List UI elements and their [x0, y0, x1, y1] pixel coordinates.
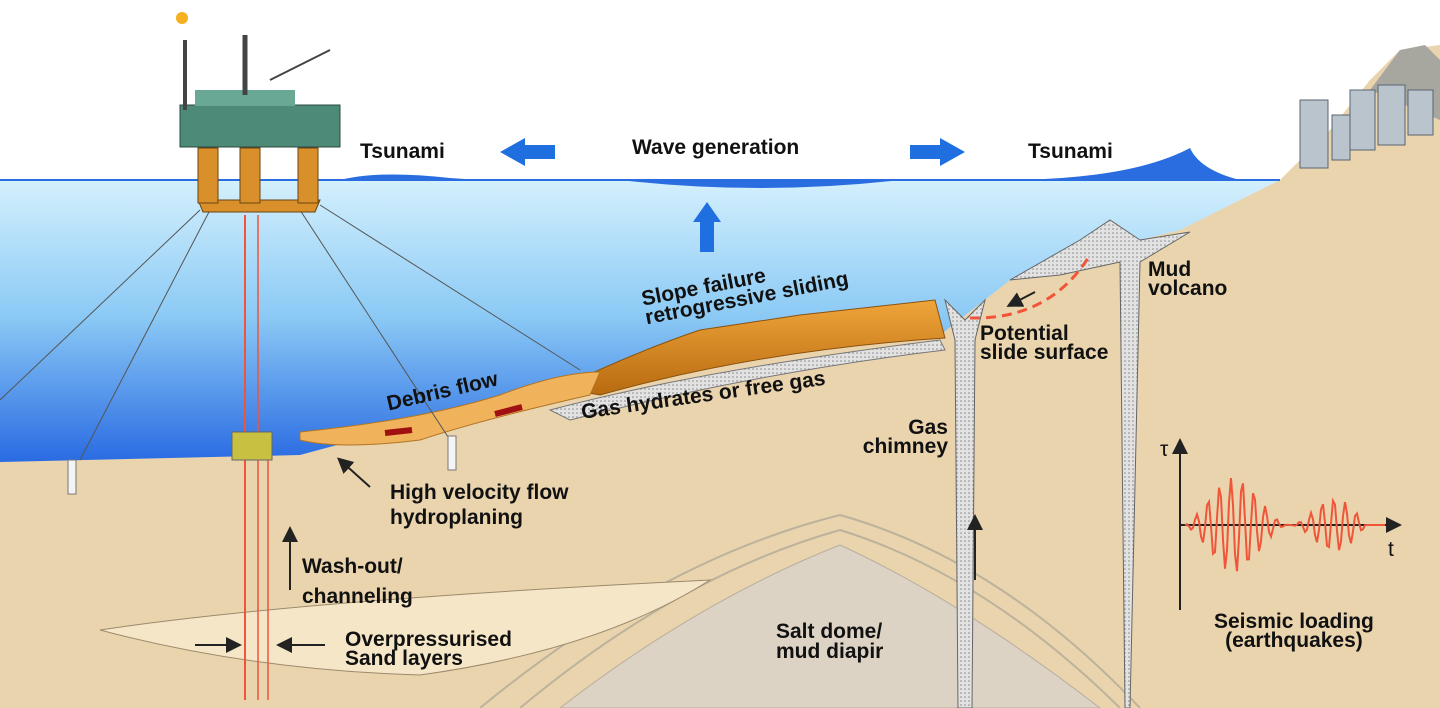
label-tsunami-left: Tsunami [360, 140, 445, 163]
high-velocity-line2: hydroplaning [390, 506, 523, 529]
seismic-line2: (earthquakes) [1225, 629, 1363, 652]
debris-flow [299, 371, 601, 446]
slide-mass [558, 299, 946, 396]
potential-slide-line2: slide surface [980, 341, 1109, 364]
mud-volcano [1009, 219, 1191, 708]
seismic-waveform [1184, 478, 1385, 572]
arrow-right-icon [910, 138, 965, 166]
city-buildings [1299, 84, 1434, 169]
label-seismic: Seismic loading(earthquakes) [1214, 610, 1374, 652]
gas-chimney-line2: chimney [862, 435, 948, 458]
label-salt-dome: Salt dome/mud diapir [776, 620, 884, 663]
washout-line2: channeling [302, 585, 413, 608]
mooring-lines [0, 204, 581, 461]
salt-dome-line2: mud diapir [776, 640, 884, 663]
gas-chimney-line1: Gas [908, 416, 948, 439]
label-t: t [1388, 538, 1394, 561]
mud-volcano-line2: volcano [1148, 277, 1228, 300]
label-wave-generation: Wave generation [632, 136, 800, 159]
sand-layer [99, 579, 712, 676]
mud-volcano-line1: Mud [1148, 258, 1192, 281]
overpressurised-line2: Sand layers [345, 647, 463, 670]
arrow-left-icon [500, 138, 555, 166]
potential-slide-line1: Potential [980, 322, 1069, 345]
label-tau: τ [1160, 438, 1169, 461]
seismic-line1: Seismic loading [1214, 610, 1374, 633]
washout-line1: Wash-out/ [302, 555, 403, 578]
label-washout: Wash-out/channeling [302, 552, 413, 612]
gas-hydrate-layer [548, 339, 946, 421]
salt-dome-line1: Salt dome/ [776, 620, 883, 643]
overpressurised-line1: Overpressurised [345, 628, 512, 651]
label-tsunami-right: Tsunami [1028, 140, 1113, 163]
arrow-up-icon [693, 202, 721, 252]
wellhead [231, 431, 273, 461]
high-velocity-line1: High velocity flow [390, 481, 569, 504]
oil-platform [176, 12, 341, 213]
